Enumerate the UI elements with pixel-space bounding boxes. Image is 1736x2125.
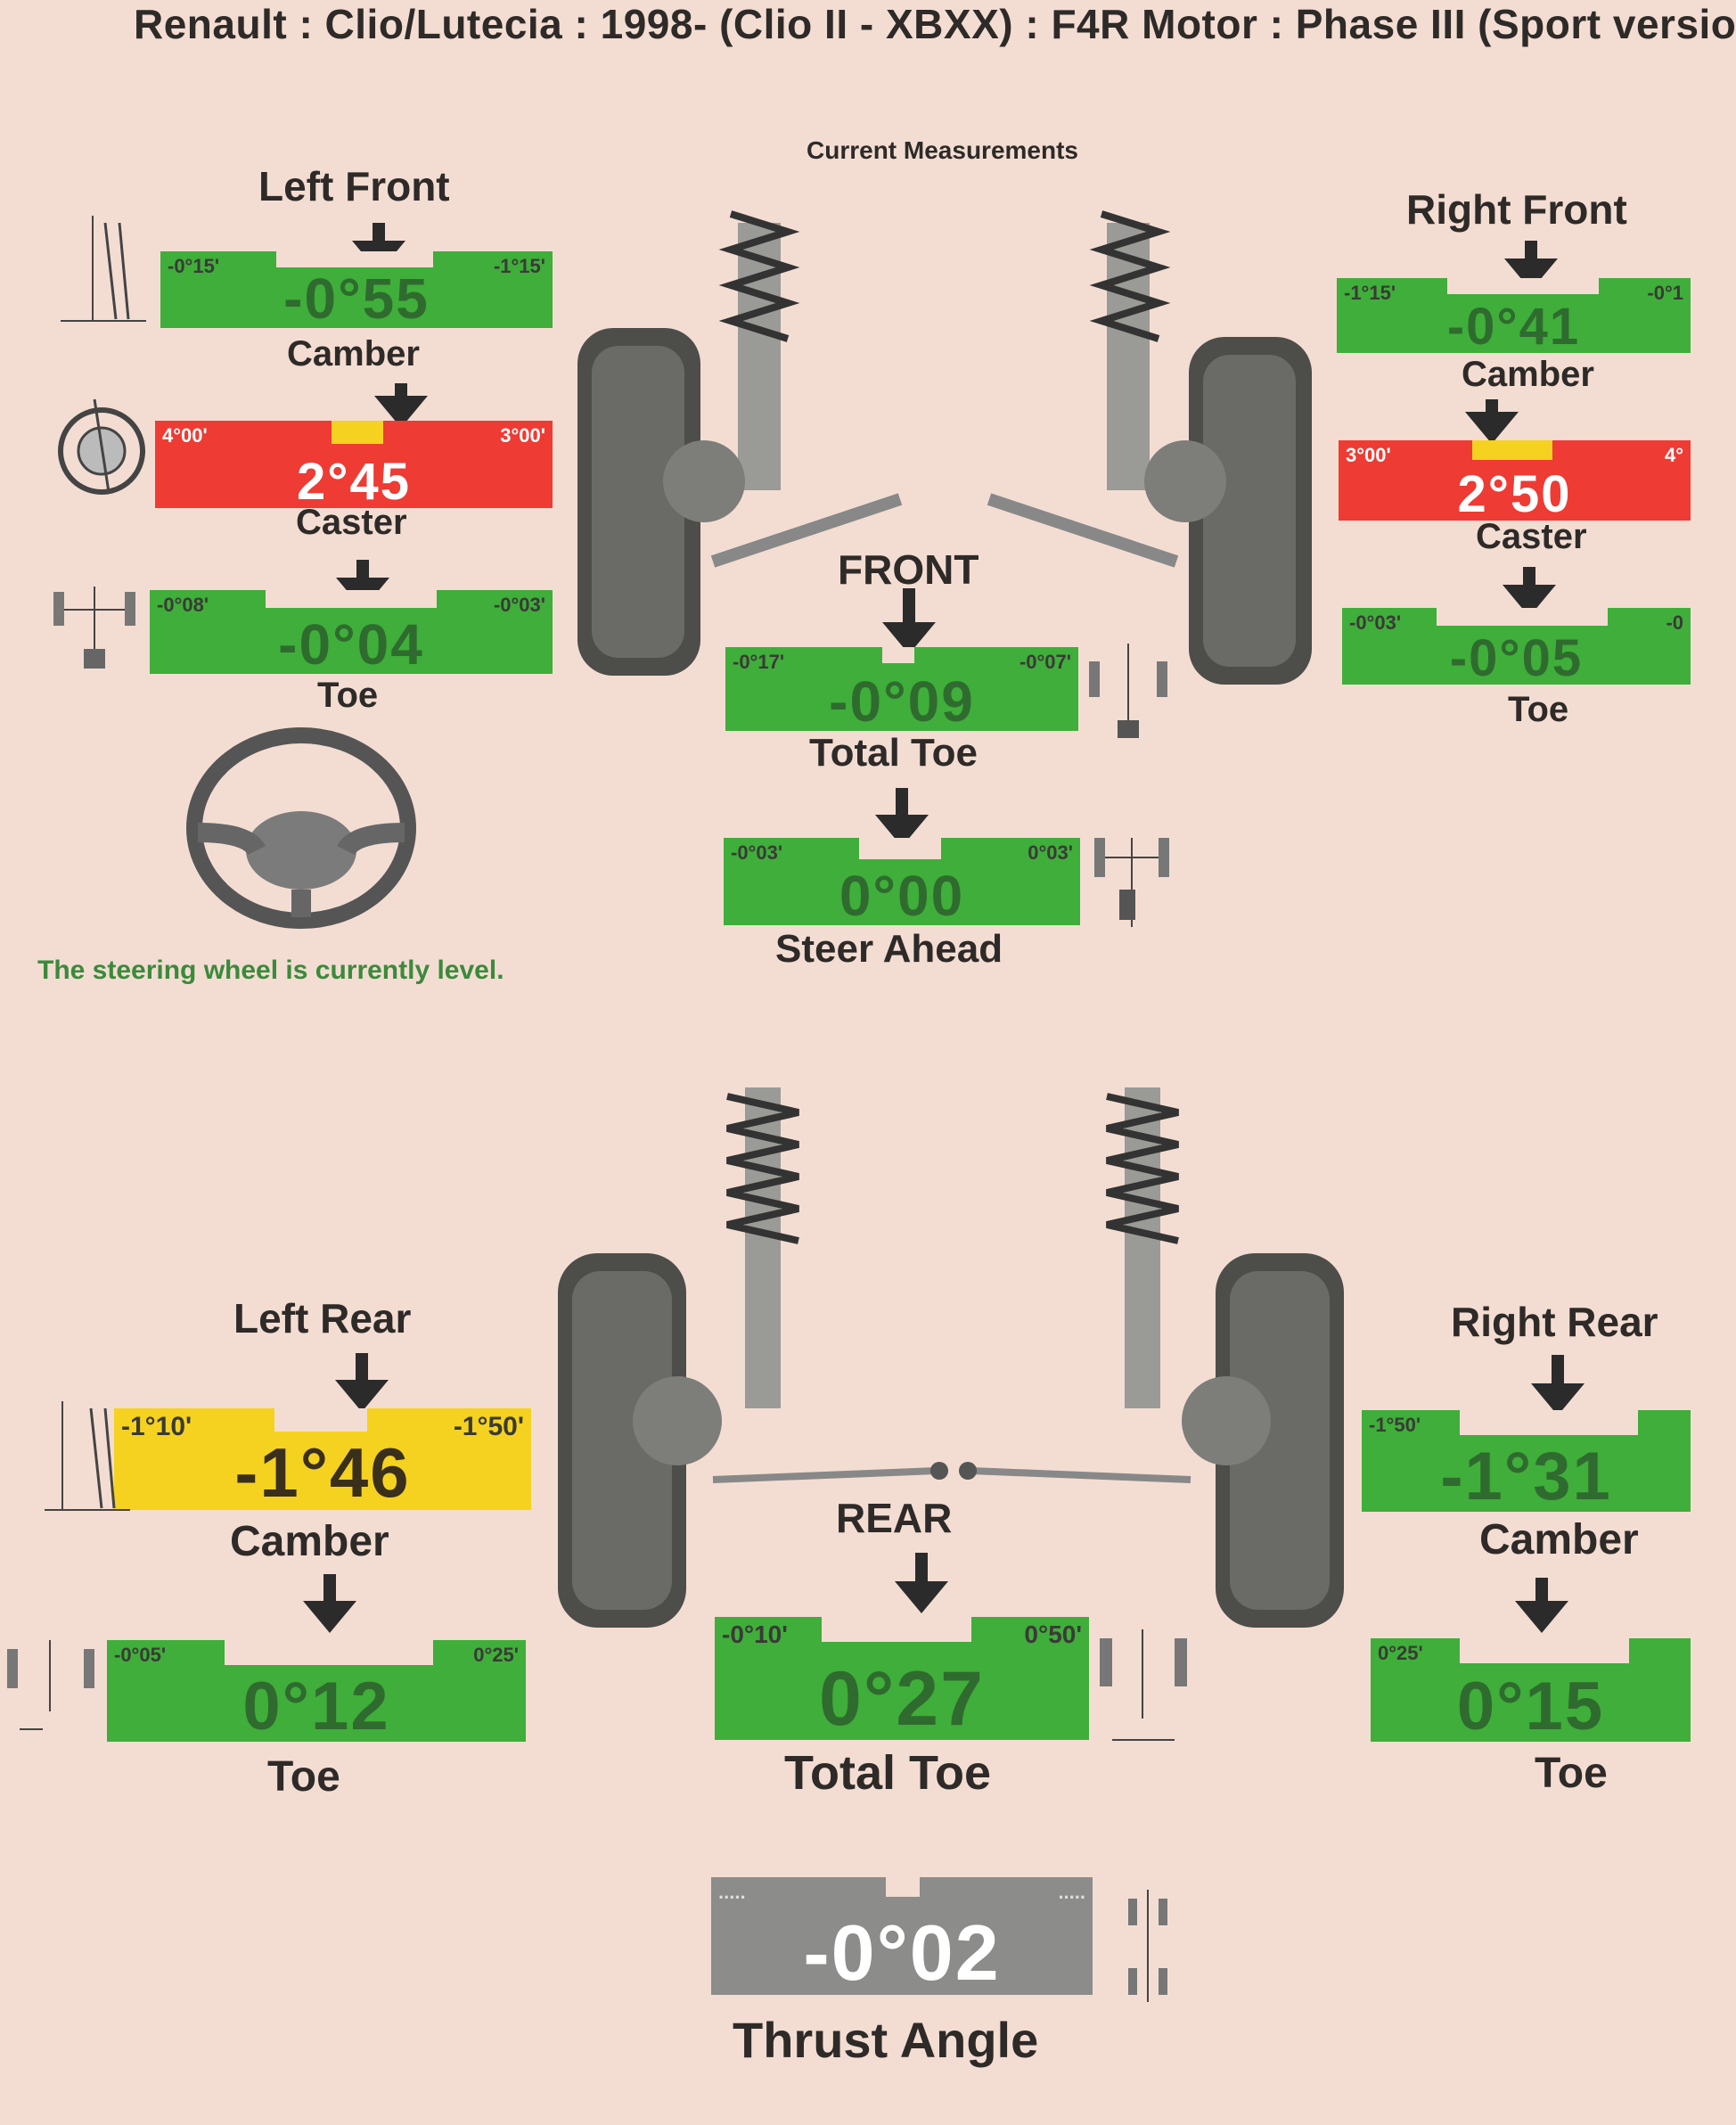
front-total-toe-gauge: -0°17' -0°07' -0°09 — [725, 647, 1078, 734]
toe-label: Toe — [1508, 690, 1569, 729]
min-limit: 3°00' — [1346, 444, 1391, 466]
min-limit: 0°25' — [1378, 1642, 1423, 1664]
total-toe-value: 0°27 — [819, 1656, 985, 1742]
caster-value: 2°45 — [297, 453, 411, 511]
steer-ahead-value: 0°00 — [839, 864, 965, 928]
min-limit: -1°15' — [1344, 282, 1396, 304]
right-rear-camber-gauge: -1°50' -1°31 — [1362, 1410, 1691, 1514]
front-axle-label: FRONT — [838, 546, 979, 593]
min-limit: -1°50' — [1369, 1414, 1421, 1436]
camber-icon — [45, 1401, 130, 1511]
min-limit: -0°10' — [722, 1620, 788, 1648]
camber-label: Camber — [287, 334, 420, 373]
max-limit: -0°03' — [493, 594, 545, 616]
thrust-angle-value: -0°02 — [803, 1908, 1001, 1997]
min-limit: -0°05' — [114, 1644, 167, 1666]
max-limit: 0°03' — [1028, 841, 1073, 864]
left-front-toe-gauge: -0°08' -0°03' -0°04 — [150, 590, 553, 677]
max-limit: ..... — [1058, 1881, 1085, 1903]
steering-note: The steering wheel is currently level. — [37, 956, 504, 985]
right-rear-toe-gauge: 0°25' 0°15 — [1371, 1638, 1691, 1744]
total-toe-icon — [1100, 1629, 1187, 1741]
max-limit: 3°00' — [500, 424, 545, 447]
rear-suspension-illustration — [558, 1087, 1344, 1628]
toe-icon — [7, 1640, 94, 1730]
min-limit: -1°10' — [121, 1412, 192, 1441]
min-limit: -0°08' — [157, 594, 209, 616]
toe-value: -0°04 — [278, 612, 424, 677]
total-toe-label: Total Toe — [784, 1746, 991, 1800]
right-front-camber-gauge: -1°15' -0°1 -0°41 — [1337, 278, 1691, 356]
max-limit: -0°07' — [1019, 651, 1071, 673]
front-suspension-illustration — [577, 210, 1312, 685]
toe-value: 0°15 — [1456, 1669, 1605, 1744]
camber-value: -0°41 — [1446, 298, 1581, 356]
camber-value: -1°46 — [234, 1433, 411, 1512]
min-limit: -0°17' — [733, 651, 785, 673]
min-limit: -0°15' — [168, 255, 220, 277]
caster-icon — [58, 398, 145, 495]
min-limit: -0°03' — [1349, 611, 1402, 634]
right-front-title: Right Front — [1406, 186, 1627, 233]
max-limit: 4° — [1664, 444, 1683, 466]
max-limit: 0°50' — [1024, 1620, 1082, 1648]
camber-label: Camber — [1462, 355, 1594, 394]
toe-value: 0°12 — [242, 1669, 390, 1744]
left-rear-title: Left Rear — [233, 1295, 412, 1341]
total-toe-label: Total Toe — [809, 731, 979, 775]
camber-icon — [61, 216, 146, 322]
steer-ahead-icon — [1094, 838, 1169, 927]
left-front-camber-gauge: -0°15' -1°15' -0°55 — [160, 251, 553, 331]
max-limit: -0 — [1666, 611, 1683, 634]
max-limit: -1°50' — [453, 1412, 524, 1441]
thrust-angle-icon — [1128, 1890, 1167, 2002]
thrust-angle-gauge: ..... ..... -0°02 — [711, 1877, 1093, 1997]
camber-label: Camber — [1479, 1516, 1639, 1563]
camber-value: -0°55 — [283, 267, 430, 331]
caster-label: Caster — [296, 503, 407, 542]
right-front-toe-gauge: -0°03' -0 -0°05 — [1342, 608, 1691, 687]
left-front-title: Left Front — [258, 163, 450, 209]
caster-value: 2°50 — [1457, 465, 1572, 523]
total-toe-icon — [1089, 644, 1167, 738]
current-measurements-heading: Current Measurements — [807, 136, 1078, 164]
left-rear-camber-gauge: -1°10' -1°50' -1°46 — [114, 1408, 531, 1512]
right-front-caster-gauge: 3°00' 4° 2°50 — [1339, 440, 1691, 523]
camber-value: -1°31 — [1440, 1439, 1612, 1514]
caster-label: Caster — [1476, 517, 1587, 556]
page-title: Renault : Clio/Lutecia : 1998- (Clio II … — [134, 1, 1736, 47]
min-limit: ..... — [718, 1881, 746, 1903]
thrust-angle-label: Thrust Angle — [733, 2012, 1039, 2068]
min-limit: -0°03' — [731, 841, 783, 864]
total-toe-value: -0°09 — [829, 669, 975, 734]
steer-ahead-label: Steer Ahead — [775, 927, 1003, 971]
left-front-caster-gauge: 4°00' 3°00' 2°45 — [155, 421, 553, 511]
steering-wheel-icon — [186, 727, 416, 929]
max-limit: -1°15' — [493, 255, 545, 277]
rear-total-toe-gauge: -0°10' 0°50' 0°27 — [715, 1617, 1089, 1742]
min-limit: 4°00' — [162, 424, 208, 447]
toe-label: Toe — [267, 1753, 340, 1801]
max-limit: 0°25' — [473, 1644, 519, 1666]
camber-label: Camber — [230, 1518, 389, 1565]
toe-value: -0°05 — [1449, 629, 1584, 687]
left-rear-toe-gauge: -0°05' 0°25' 0°12 — [107, 1640, 526, 1744]
steer-ahead-gauge: -0°03' 0°03' 0°00 — [724, 838, 1080, 928]
max-limit: -0°1 — [1647, 282, 1683, 304]
right-rear-title: Right Rear — [1451, 1299, 1658, 1345]
toe-label: Toe — [317, 676, 379, 715]
rear-axle-label: REAR — [836, 1495, 953, 1541]
toe-label: Toe — [1535, 1750, 1608, 1797]
toe-icon — [53, 587, 135, 669]
